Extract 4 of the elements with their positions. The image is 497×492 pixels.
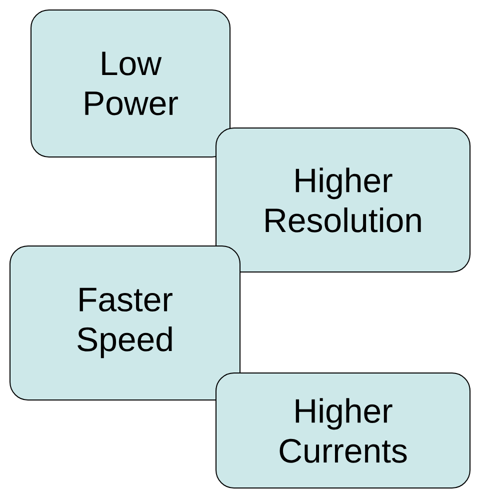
- rounded-box: Faster Speed: [10, 245, 240, 400]
- rounded-box: Higher Currents: [216, 372, 470, 488]
- rounded-box: Higher Resolution: [216, 127, 470, 272]
- rounded-box: Low Power: [30, 10, 230, 158]
